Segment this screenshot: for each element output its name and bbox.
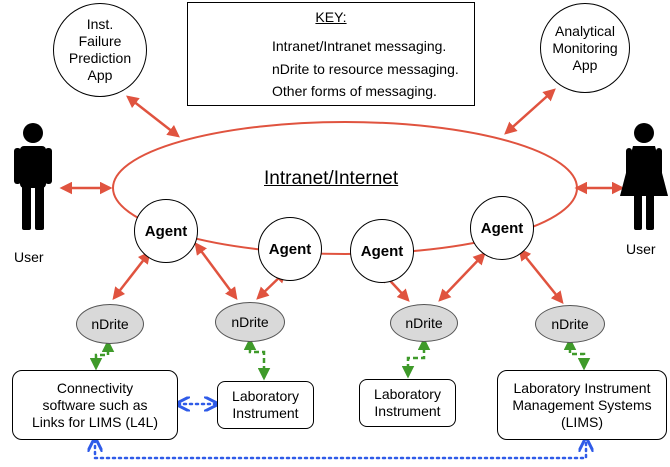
resource-arrows	[89, 337, 591, 381]
ndrite-node-2: nDrite	[215, 302, 285, 342]
user-label-right: User	[626, 241, 656, 257]
agent-node-3: Agent	[350, 219, 414, 283]
agent-node-2: Agent	[258, 217, 322, 281]
connectivity-software-box: Connectivity software such as Links for …	[12, 370, 178, 440]
male-user-icon	[14, 123, 52, 230]
user-label-left: User	[14, 249, 44, 265]
ndrite-node-4: nDrite	[535, 305, 605, 343]
legend-item-intranet: Intranet/Intranet messaging.	[272, 38, 447, 54]
agent-node-1: Agent	[134, 199, 198, 263]
intranet-arrows	[59, 88, 625, 304]
legend-title: KEY:	[315, 9, 347, 25]
legend-item-other: Other forms of messaging.	[272, 83, 437, 99]
ndrite-node-3: nDrite	[390, 304, 458, 342]
failure-prediction-app-node: Inst. Failure Prediction App	[53, 3, 147, 97]
agent-node-4: Agent	[470, 196, 534, 260]
lab-instrument-box-1: Laboratory Instrument	[217, 381, 314, 429]
network-label: Intranet/Internet	[264, 168, 399, 189]
legend-box: KEY: Intranet/Intranet messaging. nDrite…	[187, 2, 475, 106]
legend-item-resource: nDrite to resource messaging.	[272, 61, 459, 77]
lab-instrument-box-2: Laboratory Instrument	[359, 379, 456, 427]
analytical-monitoring-app-node: Analytical Monitoring App	[540, 3, 630, 93]
ndrite-node-1: nDrite	[76, 304, 144, 344]
other-arrows	[95, 404, 586, 460]
lims-box: Laboratory Instrument Management Systems…	[497, 370, 667, 440]
female-user-icon	[620, 123, 668, 230]
